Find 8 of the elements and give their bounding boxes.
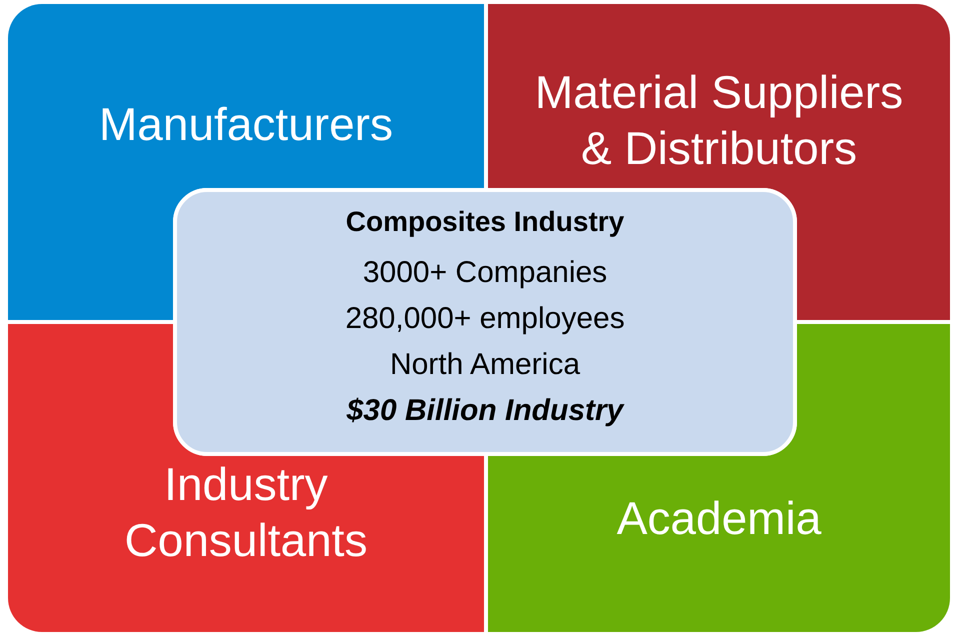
card-body: 3000+ Companies 280,000+ employees North America (344, 255, 626, 383)
category-label: Material Suppliers & Distributors (534, 65, 904, 176)
category-label: Academia (616, 491, 822, 546)
card-highlight: $30 Billion Industry (346, 393, 624, 429)
summary-card (173, 188, 797, 456)
card-heading: Composites Industry (346, 205, 624, 239)
category-label: Industry Consultants (124, 457, 368, 568)
category-label: Manufacturers (98, 97, 393, 152)
